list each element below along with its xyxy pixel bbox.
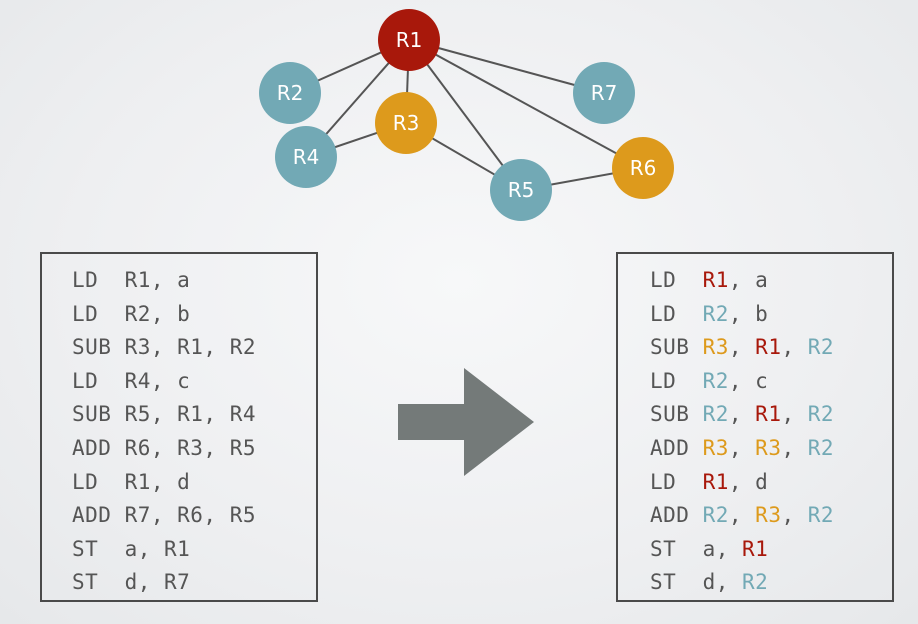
code-line: ADD R2, R3, R2 xyxy=(650,499,892,533)
edge-r1-r7 xyxy=(408,39,605,94)
code-token: , c xyxy=(728,368,769,393)
register-token: R1 xyxy=(702,469,729,494)
node-r5: R5 xyxy=(490,159,552,221)
register-token: R3 xyxy=(702,335,729,360)
node-r4: R4 xyxy=(275,126,337,188)
code-token: , xyxy=(781,503,808,528)
code-line: LD R2, b xyxy=(72,301,191,326)
register-token: R2 xyxy=(702,301,729,326)
code-line: ST a, R1 xyxy=(650,533,892,567)
register-token: R3 xyxy=(702,435,729,460)
node-r7: R7 xyxy=(573,62,635,124)
register-token: R1 xyxy=(755,335,782,360)
code-token: SUB xyxy=(650,402,703,427)
node-label: R4 xyxy=(293,145,320,169)
code-line: ADD R6, R3, R5 xyxy=(72,435,257,460)
register-token: R2 xyxy=(807,402,835,427)
node-label: R5 xyxy=(508,178,535,202)
node-circle xyxy=(375,92,437,154)
node-r2: R2 xyxy=(259,62,321,124)
code-token: ADD xyxy=(650,435,703,460)
code-token: , xyxy=(728,402,756,427)
register-token: R2 xyxy=(742,570,769,595)
right-arrow-icon xyxy=(398,368,534,476)
code-token: ST d, xyxy=(650,570,743,595)
register-token: R2 xyxy=(807,335,835,360)
code-token: ADD xyxy=(650,503,703,528)
code-token: , d xyxy=(728,469,769,494)
node-circle xyxy=(490,159,552,221)
code-token: , xyxy=(728,503,756,528)
register-token: R2 xyxy=(702,402,729,427)
code-line: LD R1, d xyxy=(72,469,191,494)
edge-r1-r5 xyxy=(408,39,522,191)
code-token: , a xyxy=(728,268,769,292)
register-token: R2 xyxy=(807,503,835,528)
code-line: ADD R3, R3, R2 xyxy=(650,432,892,466)
code-token: LD xyxy=(650,301,703,326)
code-token: LD xyxy=(650,268,703,292)
register-token: R3 xyxy=(755,503,782,528)
node-circle xyxy=(259,62,321,124)
code-line: LD R1, d xyxy=(650,466,892,500)
code-line: ADD R7, R6, R5 xyxy=(72,503,257,528)
code-line: LD R1, a xyxy=(72,268,191,292)
code-token: ST a, xyxy=(650,536,743,561)
register-token: R1 xyxy=(755,402,782,427)
node-label: R2 xyxy=(277,81,304,105)
edge-r1-r6 xyxy=(408,39,644,169)
register-token: R2 xyxy=(807,435,835,460)
code-line: LD R4, c xyxy=(72,368,191,393)
node-circle xyxy=(378,9,440,71)
node-circle xyxy=(612,137,674,199)
node-circle xyxy=(275,126,337,188)
code-token: SUB xyxy=(650,335,703,360)
node-label: R7 xyxy=(591,81,618,105)
code-token: , xyxy=(781,335,808,360)
code-token: , xyxy=(728,335,756,360)
code-token: , xyxy=(728,435,756,460)
node-r3: R3 xyxy=(375,92,437,154)
code-token: LD xyxy=(650,368,703,393)
register-token: R2 xyxy=(702,503,729,528)
node-r6: R6 xyxy=(612,137,674,199)
node-label: R1 xyxy=(396,28,423,52)
register-token: R2 xyxy=(702,368,729,393)
register-token: R1 xyxy=(702,268,729,292)
original-code-box: LD R1, a LD R2, b SUB R3, R1, R2 LD R4, c SU… xyxy=(40,252,318,602)
code-line: SUB R3, R1, R2 xyxy=(72,335,257,360)
code-token: , xyxy=(781,435,808,460)
code-line: SUB R2, R1, R2 xyxy=(650,398,892,432)
code-line: LD R2, b xyxy=(650,298,892,332)
code-line: SUB R3, R1, R2 xyxy=(650,331,892,365)
code-line: ST d, R2 xyxy=(650,566,892,600)
code-line: LD R1, a xyxy=(650,264,892,298)
code-token: , b xyxy=(728,301,769,326)
code-line: ST d, R7 xyxy=(72,570,191,595)
code-token: LD xyxy=(650,469,703,494)
code-token: , xyxy=(781,402,808,427)
code-line: ST a, R1 xyxy=(72,536,191,561)
node-r1: R1 xyxy=(378,9,440,71)
code-line: LD R2, c xyxy=(650,365,892,399)
node-label: R3 xyxy=(393,111,420,135)
register-token: R1 xyxy=(742,536,769,561)
register-token: R3 xyxy=(755,435,782,460)
code-line: SUB R5, R1, R4 xyxy=(72,402,257,427)
node-circle xyxy=(573,62,635,124)
node-label: R6 xyxy=(630,156,657,180)
